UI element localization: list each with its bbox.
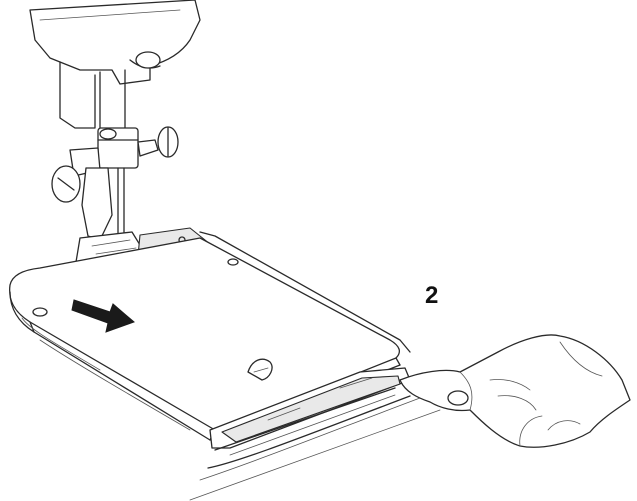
presser-foot-clamp bbox=[51, 126, 179, 203]
sewing-machine-head bbox=[29, 0, 201, 133]
release-tab bbox=[207, 367, 411, 469]
free-arm-extension-table bbox=[8, 231, 411, 441]
machine-base bbox=[189, 397, 441, 501]
direction-arrow bbox=[71, 299, 135, 333]
step-number: 2 bbox=[425, 282, 439, 309]
hand bbox=[399, 334, 631, 448]
